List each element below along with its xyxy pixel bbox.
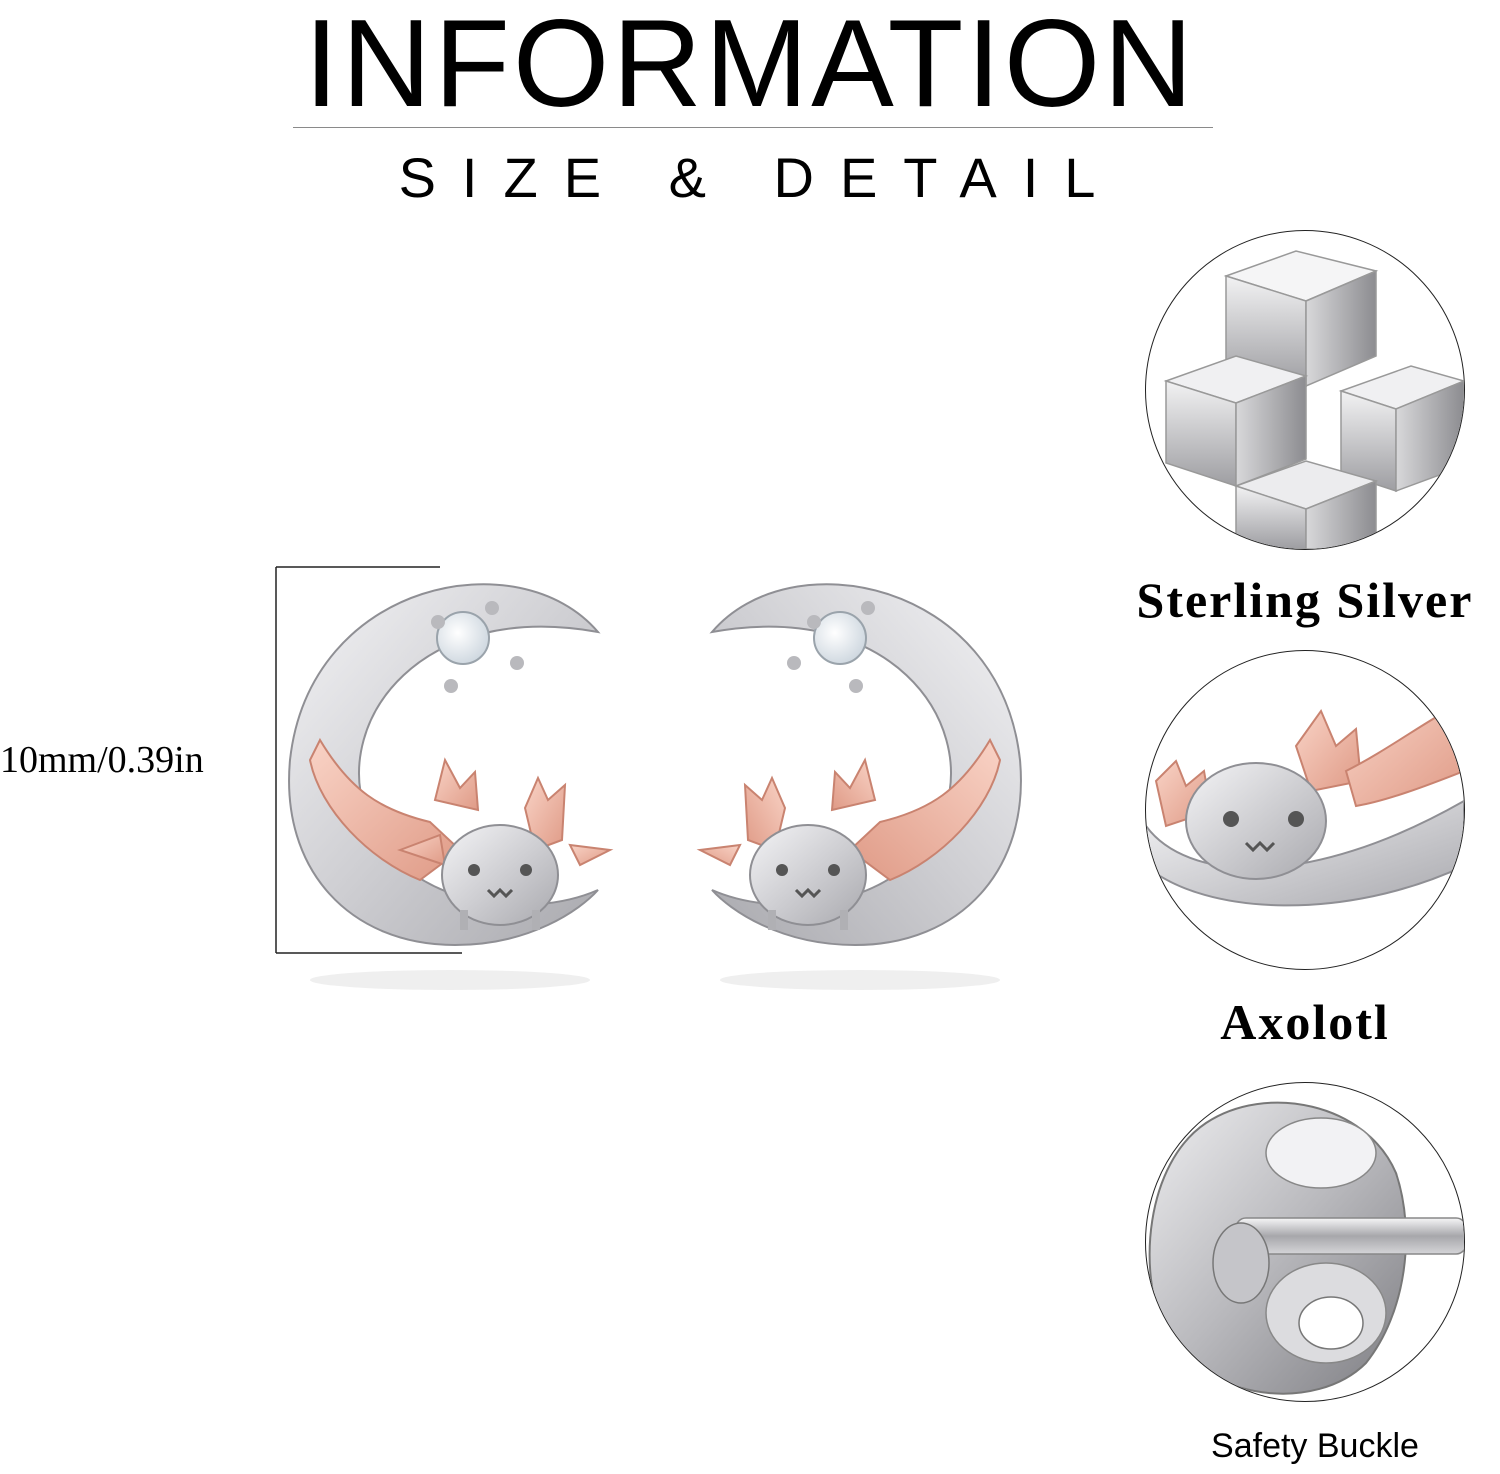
feature-sterling-silver-image: [1145, 230, 1465, 550]
dimension-label: 10mm/0.39in: [0, 739, 204, 781]
feature-axolotl-image: [1145, 650, 1465, 970]
feature-label-axolotl: Axolotl: [1220, 994, 1390, 1050]
title-divider: [293, 127, 1213, 128]
page-subtitle: SIZE & DETAIL: [398, 146, 1122, 209]
earring-left-image: [288, 583, 614, 990]
feature-label-sterling-silver: Sterling Silver: [1136, 572, 1474, 628]
feature-safety-buckle-image: [1145, 1082, 1465, 1402]
axolotl-icon: [1146, 699, 1464, 907]
dimension-bracket: [275, 566, 462, 954]
earring-back-icon: [1148, 1101, 1464, 1395]
feature-label-safety-buckle: Safety Buckle: [1211, 1427, 1419, 1465]
earring-right-image: [696, 583, 1022, 990]
page-title: INFORMATION: [304, 0, 1196, 133]
silver-bars-icon: [1163, 250, 1464, 549]
